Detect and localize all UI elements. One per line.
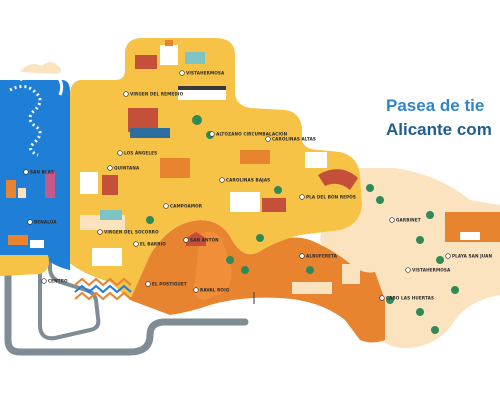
- district-label: SAN BLAS: [30, 170, 54, 175]
- orange-accent: [193, 231, 232, 300]
- zigzag-pattern: [74, 277, 132, 301]
- district-label: CAROLINAS BAJAS: [226, 178, 270, 183]
- pin-marker-icon: [123, 91, 129, 97]
- district-label: BENALÚA: [34, 220, 57, 225]
- pin-marker-icon: [405, 267, 411, 273]
- district-pin-carolinas-bajas: CAROLINAS BAJAS: [219, 177, 270, 183]
- district-label: VISTAHERMOSA: [186, 71, 225, 76]
- pin-marker-icon: [193, 287, 199, 293]
- pin-marker-icon: [145, 281, 151, 287]
- arena: [318, 169, 358, 190]
- district-pin-el-barrio: EL BARRIO: [133, 241, 166, 247]
- pin-marker-icon: [163, 203, 169, 209]
- city-buildings: [80, 40, 327, 266]
- district-pin-benalua: BENALÚA: [27, 219, 57, 225]
- district-pin-raval-roig: RAVAL ROIG: [193, 287, 230, 293]
- pin-marker-icon: [183, 237, 189, 243]
- district-pin-garbinet: GARBINET: [389, 217, 421, 223]
- district-label: PLA DEL BON REPÒS: [306, 195, 356, 200]
- district-pin-carolinas-altas: CAROLINAS ALTAS: [265, 136, 316, 142]
- port-buildings: [6, 172, 55, 248]
- pin-marker-icon: [209, 131, 215, 137]
- pin-marker-icon: [379, 295, 385, 301]
- castle: [186, 232, 206, 246]
- district-pin-playa-san-juan: PLAYA SAN JUAN: [445, 253, 492, 259]
- orange-region: [130, 220, 385, 343]
- pin-marker-icon: [219, 177, 225, 183]
- district-pin-virgen-socorro: VIRGEN DEL SOCORRO: [97, 229, 159, 235]
- pin-marker-icon: [445, 253, 451, 259]
- district-label: RAVAL ROIG: [200, 288, 230, 293]
- pin-marker-icon: [133, 241, 139, 247]
- palm-trees: [146, 115, 459, 334]
- district-label: SAN ANTÓN: [190, 238, 219, 243]
- district-pin-campoamor: CAMPOAMOR: [163, 203, 203, 209]
- pin-marker-icon: [299, 253, 305, 259]
- pin-marker-icon: [41, 278, 47, 284]
- pin-marker-icon: [97, 229, 103, 235]
- district-pin-san-blas: SAN BLAS: [23, 169, 54, 175]
- district-label: GARBINET: [396, 218, 421, 223]
- district-pin-cabo-huertas: CABO LAS HUERTAS: [379, 295, 434, 301]
- district-label: ALTOZANO CIRCUMBALACION: [216, 132, 288, 137]
- district-label: EL POSTIGUET: [152, 282, 187, 287]
- coast-buildings: [292, 212, 500, 294]
- district-label: CENTRO: [48, 279, 68, 284]
- district-label: LOS ÁNGELES: [124, 151, 157, 156]
- district-pin-albufereta: ALBUFERETA: [299, 253, 338, 259]
- district-label: CAMPOAMOR: [170, 204, 203, 209]
- district-pin-pla-del-bon-repos: PLA DEL BON REPÒS: [299, 194, 356, 200]
- walking-path: [4, 252, 249, 356]
- pin-marker-icon: [265, 136, 271, 142]
- district-label: PLAYA SAN JUAN: [452, 254, 492, 259]
- headline-line-2: Alicante com: [386, 120, 492, 139]
- district-label: EL BARRIO: [140, 242, 166, 247]
- district-pin-san-anton: SAN ANTÓN: [183, 237, 219, 243]
- district-pin-el-postiguet: EL POSTIGUET: [145, 281, 187, 287]
- sea-region: [0, 158, 70, 270]
- jetty-wave: [19, 69, 64, 96]
- pin-marker-icon: [23, 169, 29, 175]
- cloud: [20, 62, 61, 74]
- district-label: VIRGEN DEL REMEDIO: [130, 92, 184, 97]
- jetty-strip: [0, 80, 70, 158]
- district-pin-los-angeles: LOS ÁNGELES: [117, 150, 157, 156]
- pin-marker-icon: [117, 150, 123, 156]
- pin-marker-icon: [27, 219, 33, 225]
- pier-outline: [38, 253, 101, 341]
- district-label: QUINTANA: [114, 166, 140, 171]
- district-label: CAROLINAS ALTAS: [272, 137, 316, 142]
- headline-line-1: Pasea de tie: [386, 96, 485, 115]
- district-pin-vistahermosa: VISTAHERMOSA: [179, 70, 225, 76]
- district-labels: VISTAHERMOSA VIRGEN DEL REMEDIO ALTOZANO C…: [23, 70, 492, 301]
- district-label: ALBUFERETA: [306, 254, 338, 259]
- district-pin-centro: CENTRO: [41, 278, 68, 284]
- district-pin-altozano: ALTOZANO CIRCUMBALACION: [209, 131, 288, 137]
- pin-marker-icon: [299, 194, 305, 200]
- small-island: [0, 255, 49, 276]
- district-pin-virgen-remedio: VIRGEN DEL REMEDIO: [123, 91, 184, 97]
- pin-marker-icon: [179, 70, 185, 76]
- pin-marker-icon: [107, 165, 113, 171]
- district-pin-quintana: QUINTANA: [107, 165, 140, 171]
- district-label: VIRGEN DEL SOCORRO: [104, 230, 159, 235]
- district-pin-vistahermosa-east: VISTAHERMOSA: [405, 267, 451, 273]
- yellow-city-region: [68, 38, 362, 300]
- district-label: CABO LAS HUERTAS: [386, 296, 434, 301]
- pin-marker-icon: [389, 217, 395, 223]
- beach-umbrella: [245, 288, 263, 304]
- district-label: VISTAHERMOSA: [412, 268, 451, 273]
